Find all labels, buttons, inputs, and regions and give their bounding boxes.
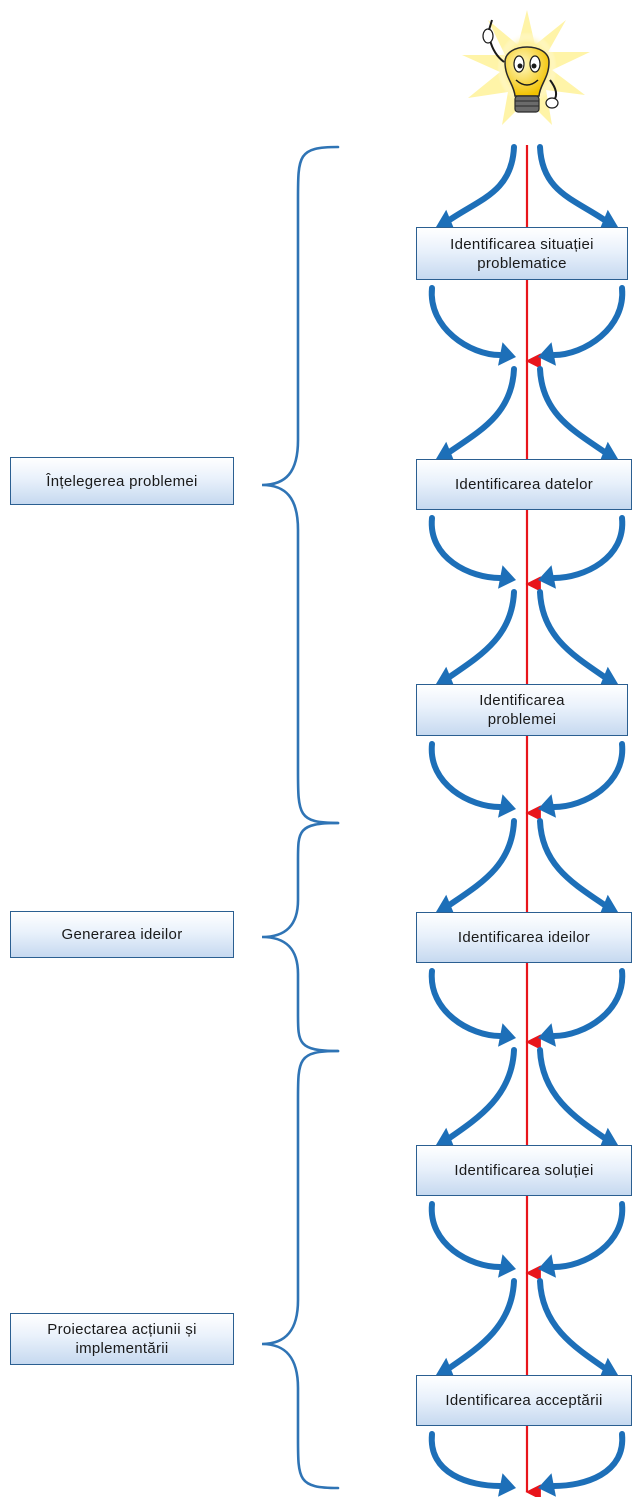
curved-arrow-8 xyxy=(445,589,517,681)
curved-arrows xyxy=(428,144,626,1497)
curved-arrow-12 xyxy=(445,818,517,909)
brace-understanding xyxy=(261,145,340,825)
arrowhead-20 xyxy=(436,1357,456,1381)
arrowhead-9 xyxy=(598,666,618,690)
brace-action-design xyxy=(261,1049,340,1490)
arrowhead-19 xyxy=(538,1254,556,1278)
curved-arrow-14 xyxy=(428,968,503,1039)
curved-arrow-18 xyxy=(428,1201,503,1270)
curved-arrow-10 xyxy=(428,741,503,810)
arrowhead-22 xyxy=(498,1473,516,1497)
curved-arrow-22 xyxy=(428,1431,503,1489)
curved-arrow-16 xyxy=(445,1047,517,1142)
arrowhead-11 xyxy=(538,794,556,818)
arrowhead-14 xyxy=(498,1023,516,1047)
curved-arrow-20 xyxy=(445,1278,517,1372)
step-acceptance: Identificarea acceptării xyxy=(416,1375,632,1426)
curved-arrow-6 xyxy=(428,515,503,581)
arrowhead-18 xyxy=(498,1254,516,1278)
phase-action-design: Proiectarea acțiunii și implementării xyxy=(10,1313,234,1365)
curved-arrow-13 xyxy=(537,818,609,909)
curved-arrow-21 xyxy=(537,1278,609,1372)
step-problem: Identificarea problemei xyxy=(416,684,628,736)
arrowhead-17 xyxy=(598,1127,618,1151)
arrowhead-8 xyxy=(436,666,456,690)
step-ideas: Identificarea ideilor xyxy=(416,912,632,963)
lightbulb-mascot-icon xyxy=(462,10,590,125)
arrowhead-12 xyxy=(436,894,456,918)
curved-arrow-3 xyxy=(551,285,626,358)
curved-arrow-23 xyxy=(551,1431,626,1489)
curved-arrow-19 xyxy=(551,1201,626,1270)
arrowhead-6 xyxy=(498,565,516,589)
curved-arrow-15 xyxy=(551,968,626,1039)
arrowhead-5 xyxy=(598,441,618,465)
arrowhead-2 xyxy=(498,342,516,366)
arrowhead-4 xyxy=(436,441,456,465)
phase-idea-generation: Generarea ideilor xyxy=(10,911,234,958)
curved-arrow-0 xyxy=(445,144,517,224)
curved-arrow-5 xyxy=(537,366,609,456)
arrowhead-15 xyxy=(538,1023,556,1047)
curved-arrow-11 xyxy=(551,741,626,810)
step-data: Identificarea datelor xyxy=(416,459,632,510)
curved-arrow-1 xyxy=(537,144,609,224)
curved-arrow-2 xyxy=(428,285,503,358)
arrowhead-1 xyxy=(598,209,618,233)
arrowhead-21 xyxy=(598,1357,618,1381)
curved-arrow-7 xyxy=(551,515,626,581)
curved-arrow-9 xyxy=(537,589,609,681)
arrowhead-13 xyxy=(598,894,618,918)
arrowhead-7 xyxy=(538,565,556,589)
phase-understanding: Înțelegerea problemei xyxy=(10,457,234,505)
step-problem-situation: Identificarea situației problematice xyxy=(416,227,628,280)
step-solution: Identificarea soluției xyxy=(416,1145,632,1196)
arrowhead-16 xyxy=(436,1127,456,1151)
arrowhead-23 xyxy=(538,1473,556,1497)
arrowhead-0 xyxy=(436,209,456,233)
curved-arrow-17 xyxy=(537,1047,609,1142)
arrowhead-10 xyxy=(498,794,516,818)
arrowhead-3 xyxy=(538,342,556,366)
brace-idea-generation xyxy=(261,821,340,1053)
curved-arrow-4 xyxy=(445,366,517,456)
